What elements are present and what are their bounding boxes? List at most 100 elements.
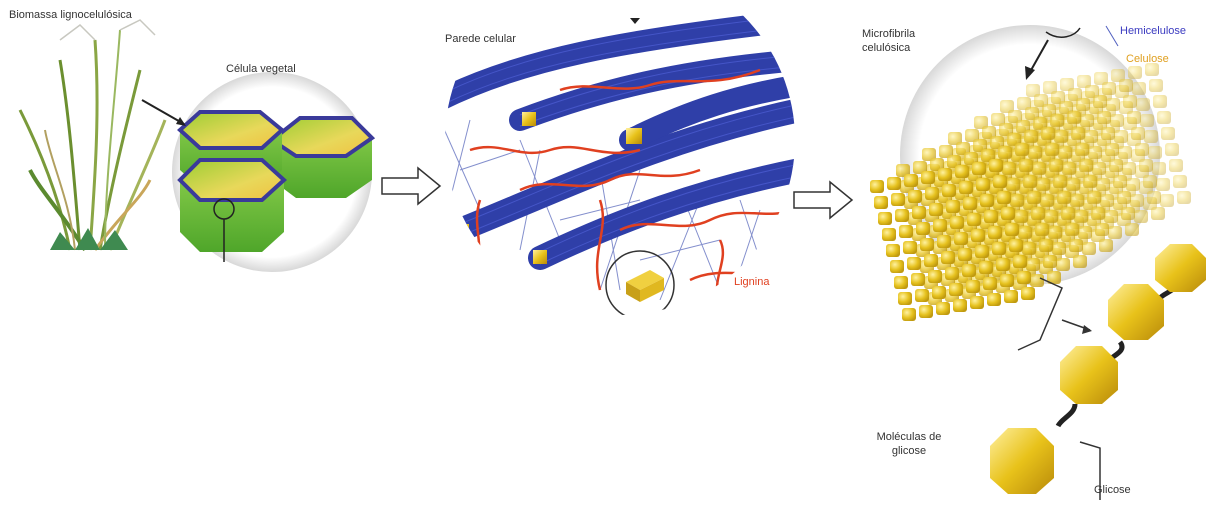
glucose-chain-end	[908, 190, 922, 203]
glucose-chain-end	[1131, 127, 1145, 140]
glucose-chain-end	[1149, 79, 1163, 92]
glucose-chain-end	[1054, 130, 1068, 143]
glucose-chain-end	[992, 242, 1006, 255]
glucose-chain-end	[1125, 223, 1139, 236]
glucose-chain-end	[988, 226, 1002, 239]
glucose-chain-end	[1160, 194, 1174, 207]
glucose-chain-end	[1015, 143, 1029, 156]
glucose-chain-end	[919, 305, 933, 318]
glucose-chain-end	[1140, 114, 1154, 127]
glucose-chain-end	[1076, 98, 1090, 111]
cellulose-label: Celulose	[1126, 53, 1169, 66]
glucose-chain-end	[890, 260, 904, 273]
glucose-chain-end	[1130, 194, 1144, 207]
glucose-chain-end	[1096, 178, 1110, 191]
glucose-chain-end	[1073, 255, 1087, 268]
glucose-chain-end	[989, 159, 1003, 172]
glucose-chain-end	[954, 232, 968, 245]
glucose-chain-end	[1113, 175, 1127, 188]
glucose-chain-end	[1043, 255, 1057, 268]
glucose-chain-end	[882, 228, 896, 241]
glucose-chain-end	[1031, 207, 1045, 220]
glucose-label: Glicose	[1094, 484, 1131, 497]
glucose-chain-end	[955, 165, 969, 178]
glucose-chain-end	[1049, 159, 1063, 172]
glucose-chain-end	[953, 299, 967, 312]
glucose-chain-end	[895, 209, 909, 222]
glucose-chain-end	[1048, 226, 1062, 239]
glucose-chain-end	[1030, 274, 1044, 287]
glucose-chain-end	[963, 197, 977, 210]
glucose-chain-end	[870, 180, 884, 193]
glucose-chain-end	[1097, 111, 1111, 124]
glucose-chain-end	[1017, 271, 1031, 284]
glucose-chain-end	[1123, 95, 1137, 108]
glucose-chain-end	[962, 264, 976, 277]
glucose-chain-end	[1062, 162, 1076, 175]
glucose-chain-end	[915, 289, 929, 302]
glucose-chain-end	[1088, 146, 1102, 159]
glucose-chain-end	[928, 270, 942, 283]
glucose-chain-end	[1075, 143, 1089, 156]
glucose-chain-end	[971, 229, 985, 242]
glucose-chain-end	[1104, 210, 1118, 223]
glucose-chain-end	[911, 273, 925, 286]
glucose-chain-end	[1039, 239, 1053, 252]
plant-cell-label: Célula vegetal	[226, 63, 296, 76]
glucose-chain-end	[984, 210, 998, 223]
glucose-chain-end	[878, 212, 892, 225]
glucose-chain-end	[899, 225, 913, 238]
glucose-chain-end	[1144, 130, 1158, 143]
glucose-chain-end	[979, 261, 993, 274]
glucose-chain-end	[1169, 159, 1183, 172]
glucose-chain-end	[976, 178, 990, 191]
glucose-chain-end	[946, 200, 960, 213]
glucose-chain-end	[937, 235, 951, 248]
glucose-molecules-line1: Moléculas de	[866, 430, 952, 444]
glucose-chain-end	[907, 257, 921, 270]
glucose-chain-end	[972, 162, 986, 175]
glucose-chain-end	[941, 251, 955, 264]
glucose-chain-end	[902, 308, 916, 321]
glucose-chain-end	[936, 302, 950, 315]
glucose-chain-end	[1066, 178, 1080, 191]
glucose-chain-end	[1040, 194, 1054, 207]
glucose-molecules-line2: glicose	[866, 444, 952, 458]
glucose-chain-end	[1061, 207, 1075, 220]
glucose-chain-end	[997, 191, 1011, 204]
glucose-chain-end	[1132, 82, 1146, 95]
glucose-chain-end	[1117, 191, 1131, 204]
glucose-chain-end	[1045, 143, 1059, 156]
glucose-chain-end	[1010, 194, 1024, 207]
glucose-chain-end	[1018, 226, 1032, 239]
glucose-chain-end	[1109, 159, 1123, 172]
glucose-chain-end	[1143, 175, 1157, 188]
glucose-chain-end	[1135, 143, 1149, 156]
glucose-chain-end	[1161, 127, 1175, 140]
glucose-chain-end	[1152, 162, 1166, 175]
glucose-chain-end	[975, 245, 989, 258]
glucose-chain-end	[1021, 287, 1035, 300]
glucose-chain-end	[1101, 127, 1115, 140]
glucose-chain-end	[1092, 162, 1106, 175]
glucose-chain-end	[1127, 111, 1141, 124]
glucose-chain-end	[1165, 143, 1179, 156]
glucose-chain-end	[1108, 226, 1122, 239]
glucose-chain-end	[929, 203, 943, 216]
plant-illustration	[20, 20, 165, 250]
glucose-chain-end	[898, 292, 912, 305]
glucose-chain-end	[1067, 111, 1081, 124]
cell-wall-label: Parede celular	[445, 33, 516, 46]
glucose-chain-end	[1139, 159, 1153, 172]
glucose-chain-end	[1147, 191, 1161, 204]
glucose-chain-end	[1148, 146, 1162, 159]
glucose-chain-end	[1057, 191, 1071, 204]
glucose-chain-end	[1065, 223, 1079, 236]
pointer-arrow	[142, 100, 184, 124]
glucose-chain-end	[1118, 146, 1132, 159]
lignin-label: Lignina	[734, 276, 769, 289]
glucose-chain-end	[949, 283, 963, 296]
flow-arrow-2	[794, 182, 852, 218]
glucose-chain-end	[1084, 130, 1098, 143]
glucose-chain-end	[1105, 143, 1119, 156]
